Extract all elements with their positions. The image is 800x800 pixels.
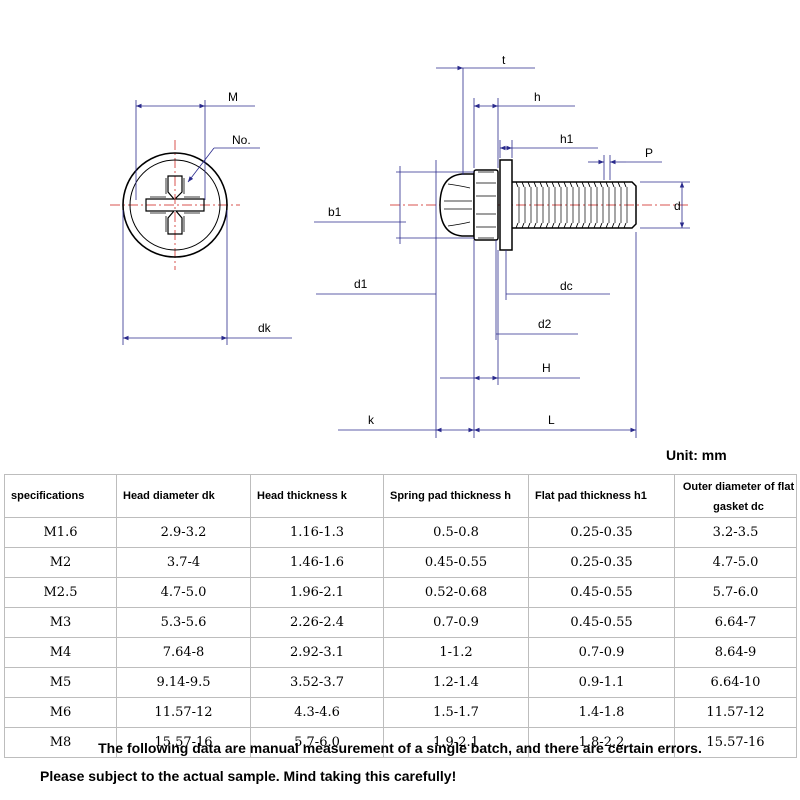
value-cell: 1.2-1.4 [383, 667, 529, 698]
value-cell: 4.7-5.0 [674, 547, 797, 578]
value-cell: 8.64-9 [674, 637, 797, 668]
spec-table: specifications Head diameter dk Head thi… [4, 474, 797, 758]
label-h1: h1 [560, 132, 574, 146]
header-flat-pad-thickness: Flat pad thickness h1 [528, 474, 675, 518]
label-L: L [548, 413, 555, 427]
unit-label: Unit: mm [666, 447, 727, 463]
spec-cell: M6 [4, 697, 117, 728]
value-cell: 9.14-9.5 [116, 667, 251, 698]
spec-cell: M1.6 [4, 517, 117, 548]
label-t: t [502, 53, 506, 67]
value-cell: 1.9-2.1 [383, 727, 529, 758]
spec-cell: M3 [4, 607, 117, 638]
head-top-view: M No. dk [110, 90, 292, 345]
value-cell: 15.57-16 [116, 727, 251, 758]
value-cell: 5.3-5.6 [116, 607, 251, 638]
spec-cell: M8 [4, 727, 117, 758]
value-cell: 5.7-6.0 [674, 577, 797, 608]
header-head-diameter: Head diameter dk [116, 474, 251, 518]
value-cell: 2.26-2.4 [250, 607, 384, 638]
label-b1: b1 [328, 205, 342, 219]
note-measurement: The following data are manual measuremen… [98, 740, 702, 756]
header-specifications: specifications [4, 474, 117, 518]
value-cell: 3.2-3.5 [674, 517, 797, 548]
label-dc: dc [560, 279, 573, 293]
value-cell: 6.64-10 [674, 667, 797, 698]
screw-side-view [390, 160, 690, 250]
label-d1: d1 [354, 277, 368, 291]
value-cell: 1.5-1.7 [383, 697, 529, 728]
value-cell: 2.9-3.2 [116, 517, 251, 548]
label-k: k [368, 413, 375, 427]
technical-drawing: M No. dk [0, 53, 800, 440]
spec-cell: M5 [4, 667, 117, 698]
value-cell: 4.7-5.0 [116, 577, 251, 608]
value-cell: 0.25-0.35 [528, 517, 675, 548]
label-d: d [674, 199, 681, 213]
value-cell: 0.45-0.55 [528, 607, 675, 638]
value-cell: 1.8-2.2 [528, 727, 675, 758]
value-cell: 0.45-0.55 [528, 577, 675, 608]
value-cell: 1.4-1.8 [528, 697, 675, 728]
value-cell: 1.16-1.3 [250, 517, 384, 548]
label-h: h [534, 90, 541, 104]
note-sample: Please subject to the actual sample. Min… [40, 768, 457, 784]
value-cell: 1.96-2.1 [250, 577, 384, 608]
spec-cell: M2.5 [4, 577, 117, 608]
header-outer-diameter: Outer diameter of flat gasket dc [674, 474, 797, 518]
spec-cell: M4 [4, 637, 117, 668]
phillips-recess-icon [146, 176, 204, 234]
label-M: M [228, 90, 238, 104]
value-cell: 0.45-0.55 [383, 547, 529, 578]
value-cell: 0.9-1.1 [528, 667, 675, 698]
value-cell: 2.92-3.1 [250, 637, 384, 668]
value-cell: 1.46-1.6 [250, 547, 384, 578]
value-cell: 11.57-12 [116, 697, 251, 728]
value-cell: 4.3-4.6 [250, 697, 384, 728]
label-H: H [542, 361, 551, 375]
spec-cell: M2 [4, 547, 117, 578]
thread-icon [512, 182, 636, 228]
table-header-row: specifications Head diameter dk Head thi… [4, 474, 797, 518]
dimension-lines [314, 65, 690, 438]
label-d2: d2 [538, 317, 552, 331]
value-cell: 0.52-0.68 [383, 577, 529, 608]
label-No: No. [232, 133, 251, 147]
label-P: P [645, 146, 653, 160]
value-cell: 5.7-6.0 [250, 727, 384, 758]
value-cell: 7.64-8 [116, 637, 251, 668]
value-cell: 0.25-0.35 [528, 547, 675, 578]
value-cell: 15.57-16 [674, 727, 797, 758]
value-cell: 3.52-3.7 [250, 667, 384, 698]
value-cell: 0.5-0.8 [383, 517, 529, 548]
value-cell: 11.57-12 [674, 697, 797, 728]
value-cell: 1-1.2 [383, 637, 529, 668]
label-dk: dk [258, 321, 272, 335]
value-cell: 3.7-4 [116, 547, 251, 578]
value-cell: 0.7-0.9 [528, 637, 675, 668]
header-spring-pad-thickness: Spring pad thickness h [383, 474, 529, 518]
value-cell: 6.64-7 [674, 607, 797, 638]
value-cell: 0.7-0.9 [383, 607, 529, 638]
header-head-thickness: Head thickness k [250, 474, 384, 518]
